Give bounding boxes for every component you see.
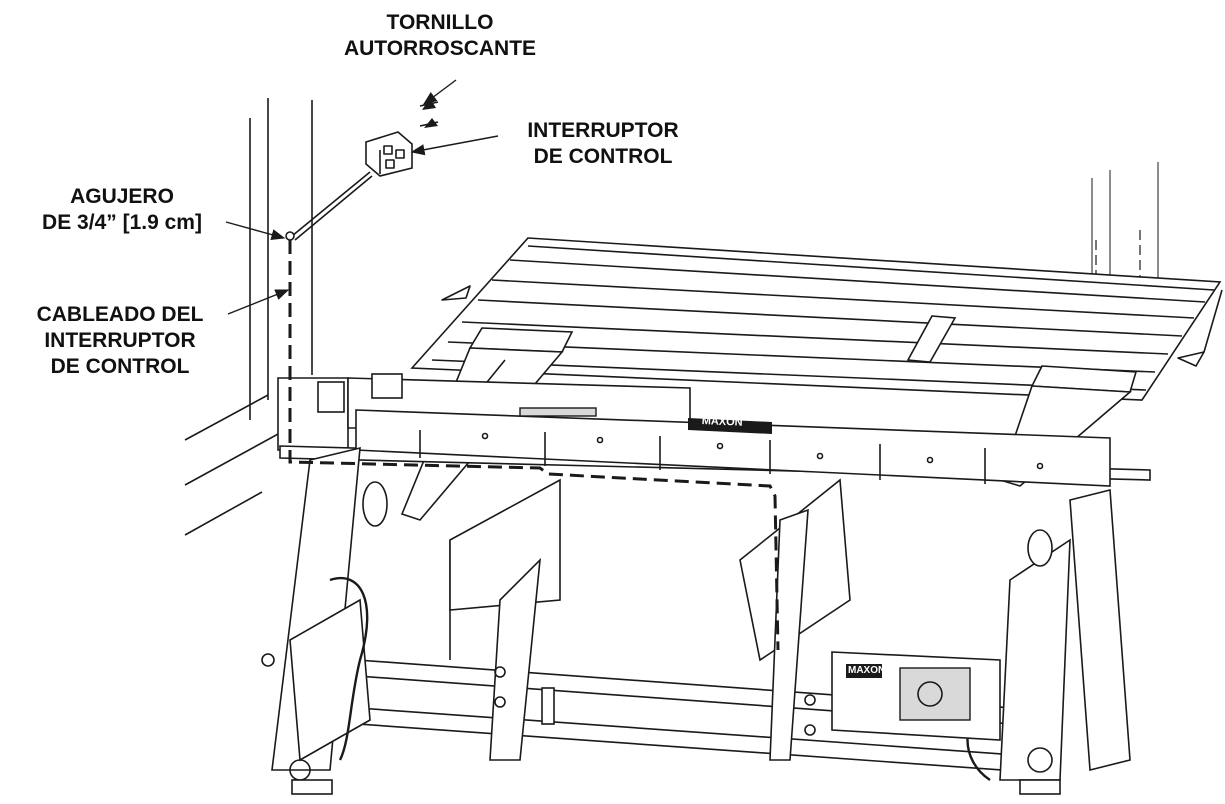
platform-deck <box>410 237 1223 401</box>
leader-interruptor <box>410 135 499 156</box>
label-cableado-line-1: CABLEADO DEL <box>36 303 204 326</box>
label-cableado-line-3: DE CONTROL <box>50 355 190 378</box>
label-agujero-line-2: DE 3/4” [1.9 cm] <box>42 211 202 234</box>
leader-agujero <box>225 221 286 241</box>
label-agujero: AGUJERO DE 3/4” [1.9 cm] <box>12 184 232 236</box>
platform-logo-plate <box>688 418 772 434</box>
label-tornillo-line-1: TORNILLO <box>386 11 494 34</box>
label-cableado-del-interruptor: CABLEADO DEL INTERRUPTOR DE CONTROL <box>4 302 236 380</box>
leader-cableado <box>227 289 290 315</box>
platform-logo-text: MAXON <box>701 414 743 429</box>
control-switch <box>285 131 413 241</box>
label-agujero-line-1: AGUJERO <box>70 185 174 208</box>
leader-tornillo <box>422 79 457 105</box>
label-interruptor-line-1: INTERRUPTOR <box>527 119 679 142</box>
label-interruptor-line-2: DE CONTROL <box>533 145 673 168</box>
label-tornillo-line-2: AUTORROSCANTE <box>343 37 537 60</box>
control-switch-wiring <box>288 240 780 651</box>
label-tornillo-autorroscante: TORNILLO AUTORROSCANTE <box>320 10 560 62</box>
cylinder-left <box>261 446 388 795</box>
label-cableado-line-2: INTERRUPTOR <box>44 329 196 352</box>
pump-logo-text: MAXON <box>848 665 886 676</box>
cylinder-right <box>966 488 1131 795</box>
lift-frame <box>277 373 1151 487</box>
pump-box <box>831 651 1001 741</box>
self-tapping-screws <box>419 98 439 128</box>
truck-wall-left <box>184 98 313 536</box>
label-interruptor-de-control: INTERRUPTOR DE CONTROL <box>488 118 718 170</box>
